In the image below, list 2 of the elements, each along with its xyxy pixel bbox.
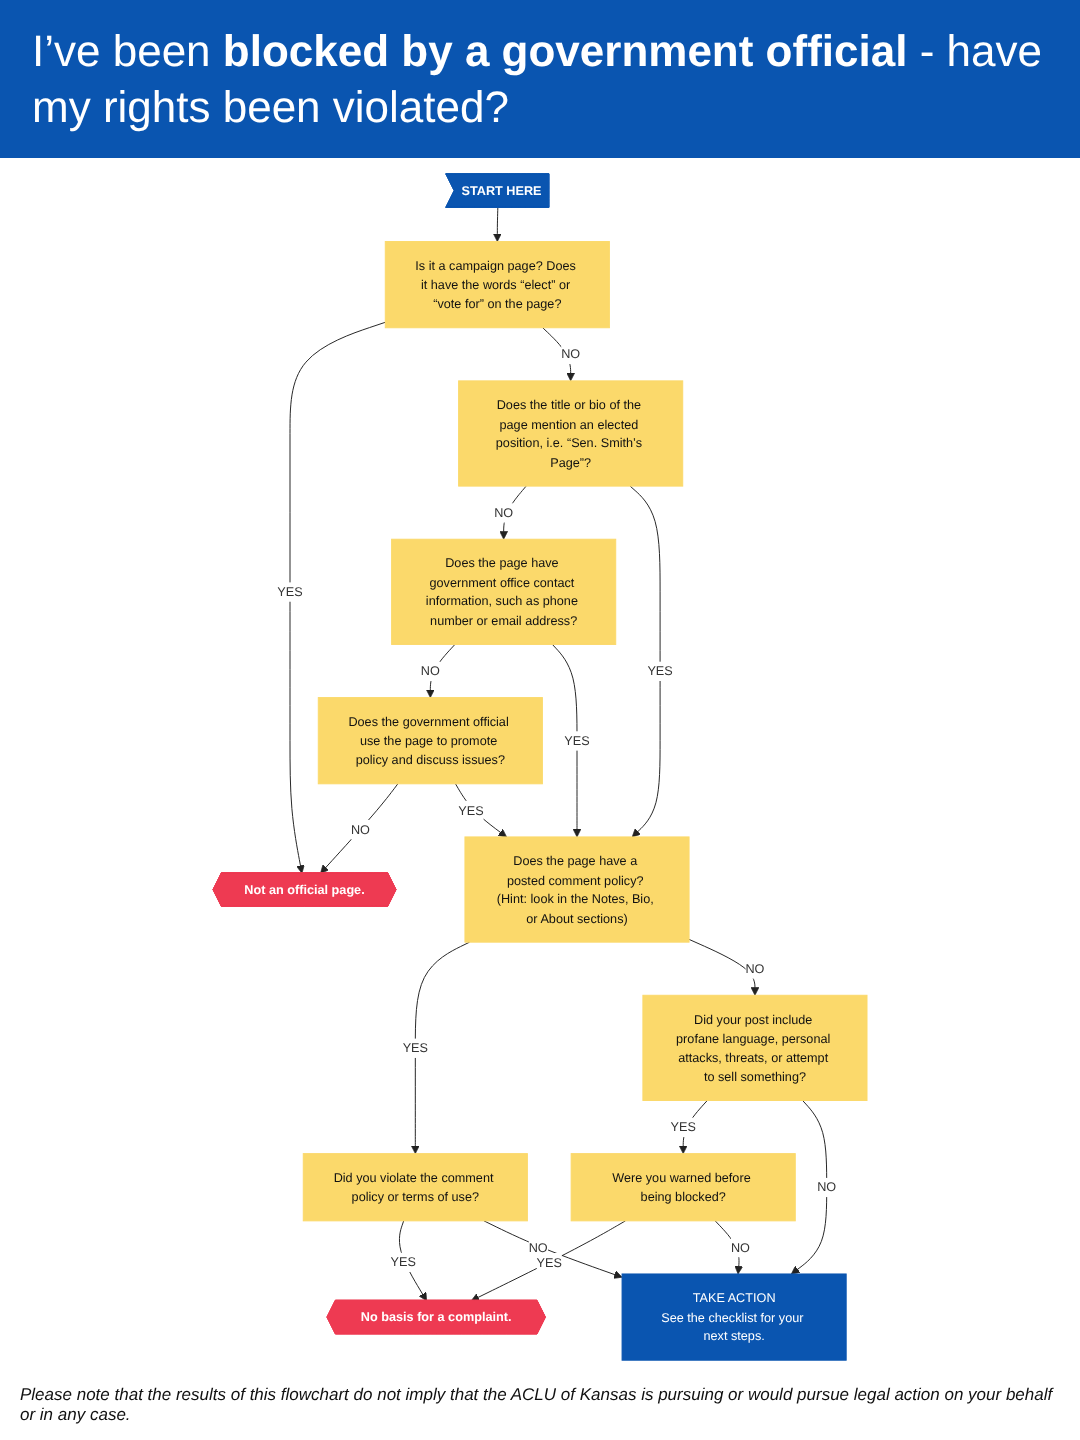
- title-banner: I’ve been blocked by a government official - have my rights been violated?: [0, 0, 1080, 158]
- disclaimer-note: Please note that the results of this flowchart do not imply that the ACLU of Kansas is pursuing or would pursue legal action on your behalf or in any case.: [18, 1382, 1056, 1428]
